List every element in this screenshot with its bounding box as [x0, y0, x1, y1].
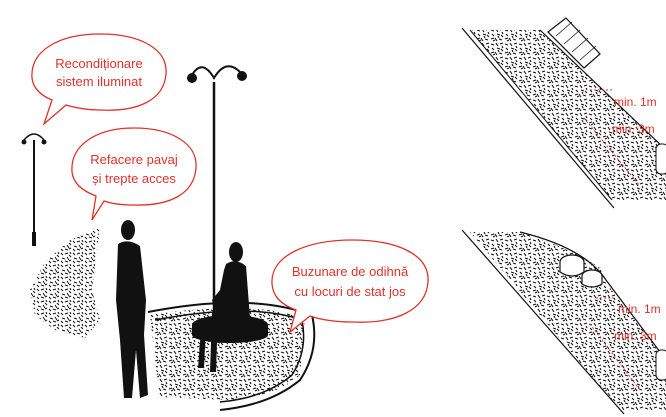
bollard-icon: [655, 143, 666, 175]
bubble-paving-line1: Refacere pavaj: [90, 152, 178, 167]
paving-patch-left: [30, 228, 100, 338]
dim-bottom-b: min. 3m: [614, 329, 657, 343]
dim-top-b: min. 3m: [612, 122, 655, 136]
dim-top-a: min. 1m: [614, 95, 657, 109]
bubble-lighting: Recondiționare sistem iluminat: [31, 33, 167, 127]
lamp-post-tall: [187, 65, 247, 338]
bench-icon: [547, 17, 601, 69]
bollard-icon-bottom: [655, 349, 666, 381]
lamp-post-small: [21, 133, 47, 246]
person-standing-icon: [116, 220, 148, 398]
bubble-paving-line2: și trepte acces: [92, 171, 176, 186]
round-bench: [192, 315, 268, 343]
bubble-lighting-line1: Recondiționare: [55, 56, 142, 71]
dim-bottom-a: min. 1m: [618, 302, 661, 316]
plan-top: min. 1m min. 3m: [461, 17, 666, 209]
bubble-lighting-line2: sistem iluminat: [56, 74, 142, 89]
bubble-rest: Buzunare de odihnă cu locuri de stat jos: [271, 239, 429, 334]
plan-bottom: min. 1m min. 3m: [461, 229, 666, 415]
stool-icon: [559, 254, 603, 288]
bubble-paving: Refacere pavaj și trepte acces: [71, 127, 197, 221]
bubble-rest-line1: Buzunare de odihnă: [292, 264, 409, 279]
bubble-rest-line2: cu locuri de stat jos: [294, 284, 406, 299]
